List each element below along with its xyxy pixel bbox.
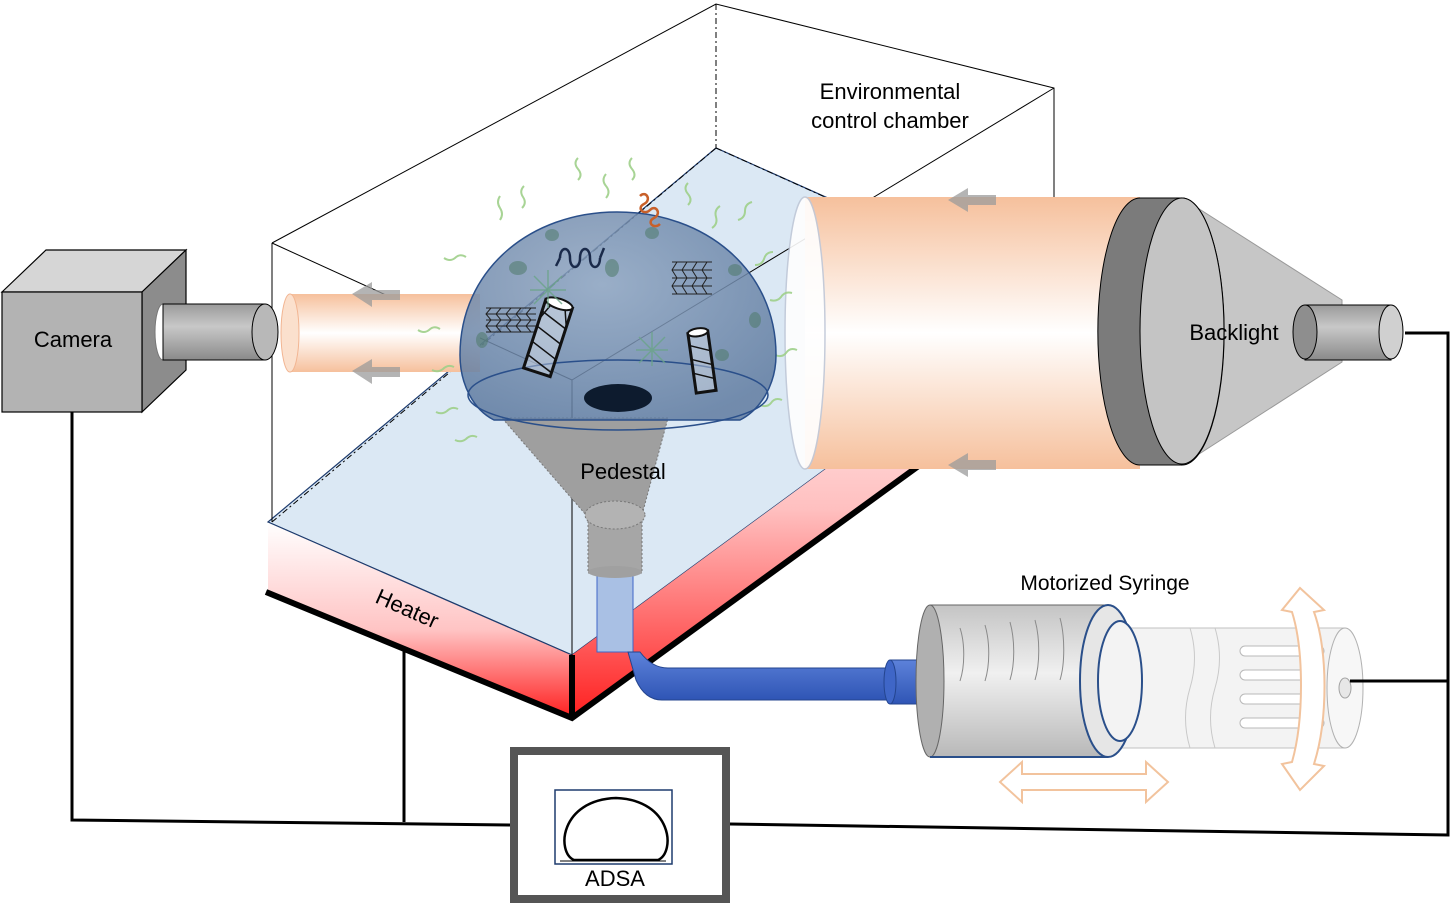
- left-light-beam: [280, 282, 480, 384]
- micelles: [530, 270, 668, 366]
- beam-arrow-left-1: [352, 282, 400, 307]
- carbon-nanotubes: [521, 296, 718, 395]
- feed-tube: [627, 651, 945, 705]
- sessile-drop: [417, 157, 798, 443]
- protein-coil: [639, 192, 661, 228]
- heater-front-face: [268, 522, 572, 718]
- chamber-label-line1: Environmental: [820, 79, 961, 104]
- right-light-beam: [784, 188, 1140, 477]
- graphene-sheets: [485, 261, 712, 333]
- camera: [0, 248, 279, 414]
- pedestal: [500, 417, 669, 653]
- backlight-label: Backlight: [1189, 320, 1278, 345]
- camera-label: Camera: [34, 327, 113, 352]
- syringe-linear-arrow: [998, 759, 1170, 805]
- capillary-orifice: [584, 384, 652, 412]
- beam-arrow-left-2: [352, 359, 400, 384]
- beam-arrow-right-2: [948, 453, 996, 477]
- beam-arrow-right-1: [948, 188, 996, 212]
- backlight: [1097, 197, 1404, 466]
- adsa-monitor: [510, 747, 730, 903]
- helical-molecule: [554, 247, 606, 269]
- adsa-label: ADSA: [585, 866, 645, 891]
- drop-profile: [563, 796, 669, 862]
- wiring: [70, 331, 1450, 837]
- pedestal-label: Pedestal: [580, 459, 666, 484]
- surfactant-chains: [417, 157, 798, 443]
- syringe-label: Motorized Syringe: [1020, 572, 1189, 595]
- syringe-rotation-arrow: [1280, 586, 1327, 792]
- chamber-label-line2: control chamber: [811, 108, 969, 133]
